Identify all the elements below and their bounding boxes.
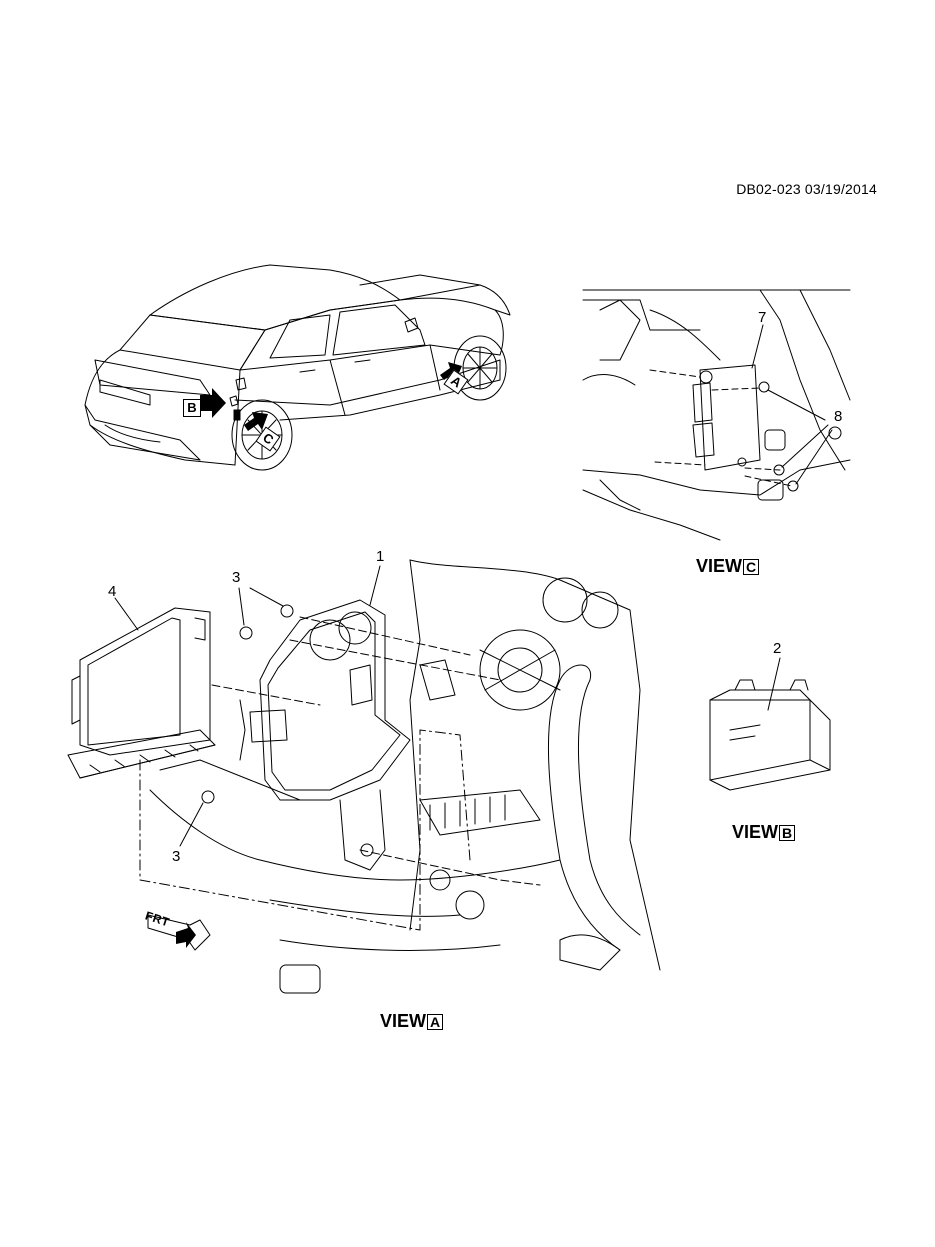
view-b-letter: B bbox=[779, 824, 796, 841]
view-c-letter: C bbox=[743, 558, 760, 575]
callout-7: 7 bbox=[758, 309, 767, 326]
view-b-label: VIEW B bbox=[732, 822, 796, 843]
callout-4: 4 bbox=[108, 583, 117, 600]
view-a-label: VIEW A bbox=[380, 1011, 444, 1032]
vehicle-illustration bbox=[84, 264, 511, 471]
front-arrow-graphic bbox=[147, 914, 211, 951]
view-a-letter: A bbox=[427, 1013, 444, 1030]
view-c-word: VIEW bbox=[696, 556, 743, 576]
arrow-label-b: B bbox=[183, 399, 201, 417]
callout-3-top: 3 bbox=[232, 569, 241, 586]
view-b-word: VIEW bbox=[732, 822, 779, 842]
callout-2: 2 bbox=[773, 640, 782, 657]
document-id: DB02-023 03/19/2014 bbox=[736, 181, 877, 197]
view-a-word: VIEW bbox=[380, 1011, 427, 1031]
view-b-illustration bbox=[709, 657, 831, 791]
callout-3-bottom: 3 bbox=[172, 848, 181, 865]
callout-1: 1 bbox=[376, 548, 385, 565]
view-c-illustration bbox=[582, 289, 851, 541]
view-c-label: VIEW C bbox=[696, 556, 760, 577]
callout-8: 8 bbox=[834, 408, 843, 425]
view-arrows bbox=[200, 362, 462, 431]
view-a-illustration bbox=[67, 559, 661, 994]
